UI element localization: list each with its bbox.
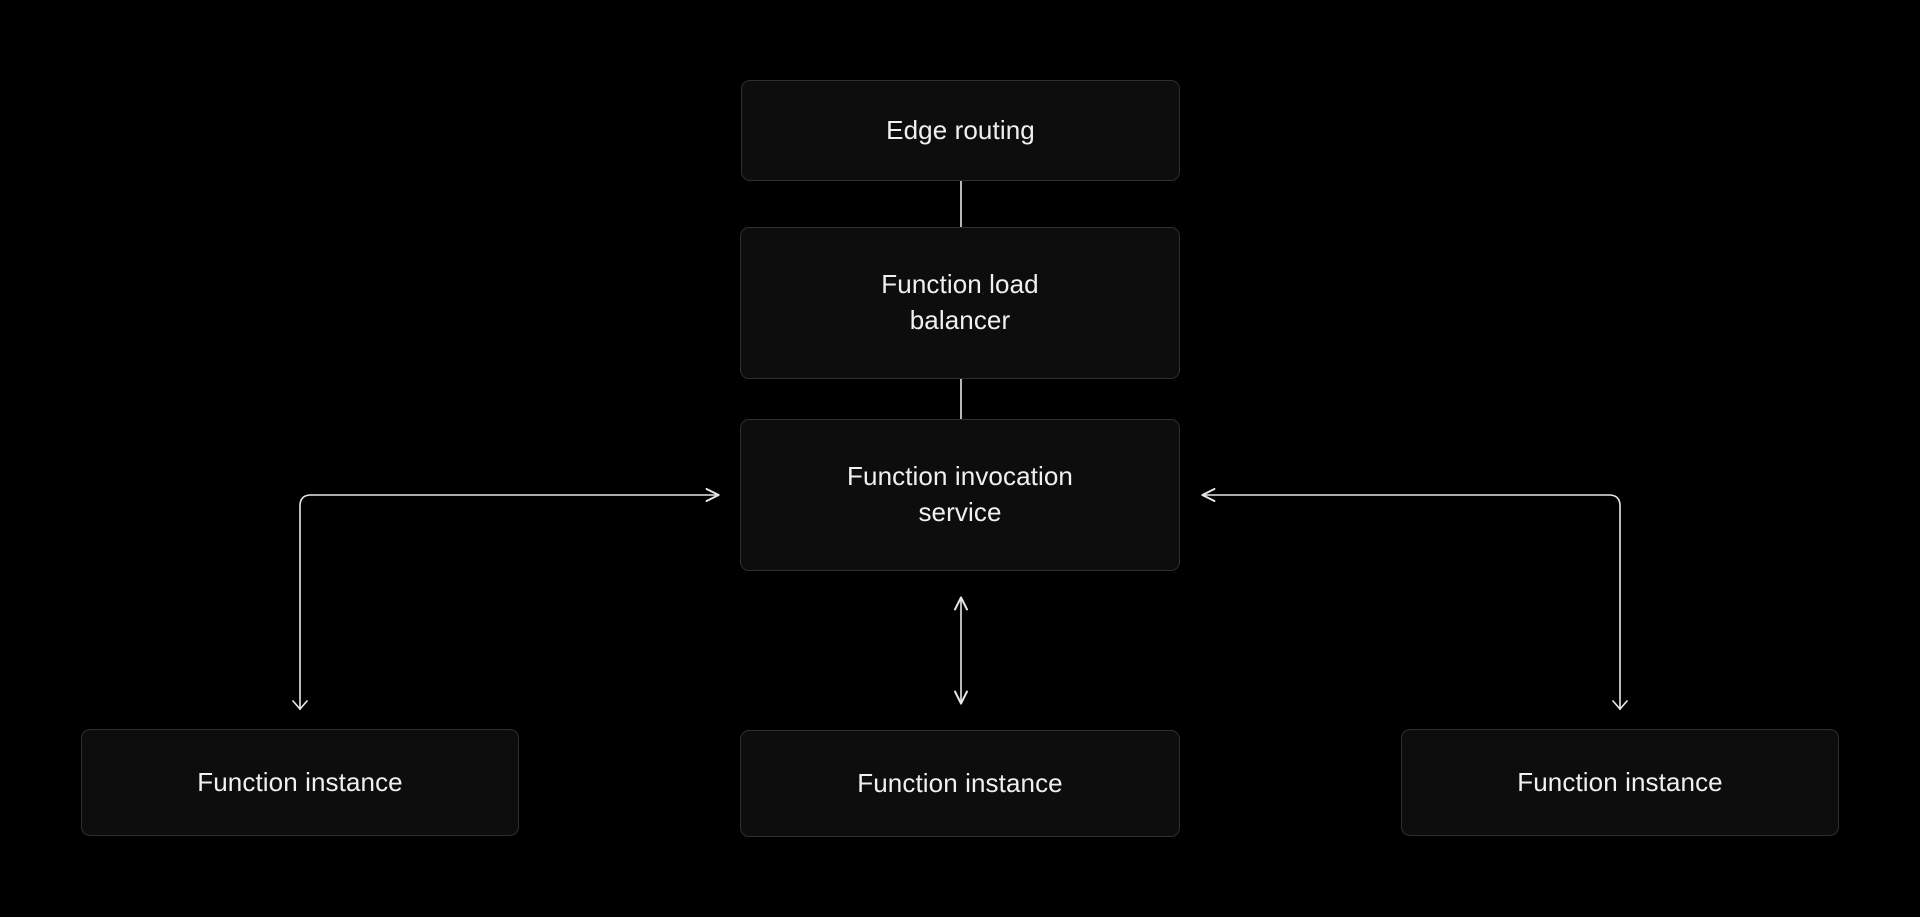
invocation-service-to-instance-left-arrowhead (292, 700, 308, 710)
node-function-load-balancer[interactable]: Function load balancer (740, 227, 1180, 379)
node-function-invocation-service-label: Function invocation service (847, 461, 1073, 527)
node-function-instance-center[interactable]: Function instance (740, 730, 1180, 837)
node-function-instance-center-label: Function instance (857, 767, 1063, 798)
node-function-instance-left[interactable]: Function instance (81, 729, 519, 836)
instance-right-to-invocation-service-line (1201, 487, 1621, 710)
node-function-instance-right[interactable]: Function instance (1401, 729, 1839, 836)
node-function-invocation-service[interactable]: Function invocation service (740, 419, 1180, 571)
node-edge-routing[interactable]: Edge routing (741, 80, 1180, 181)
node-function-instance-left-label: Function instance (197, 766, 403, 797)
instance-left-to-invocation-service-line (299, 487, 720, 710)
node-function-load-balancer-label: Function load balancer (881, 269, 1039, 335)
node-function-instance-right-label: Function instance (1517, 766, 1723, 797)
node-edge-routing-label: Edge routing (886, 114, 1035, 145)
invocation-service-to-instance-right-arrowhead (1612, 700, 1628, 710)
